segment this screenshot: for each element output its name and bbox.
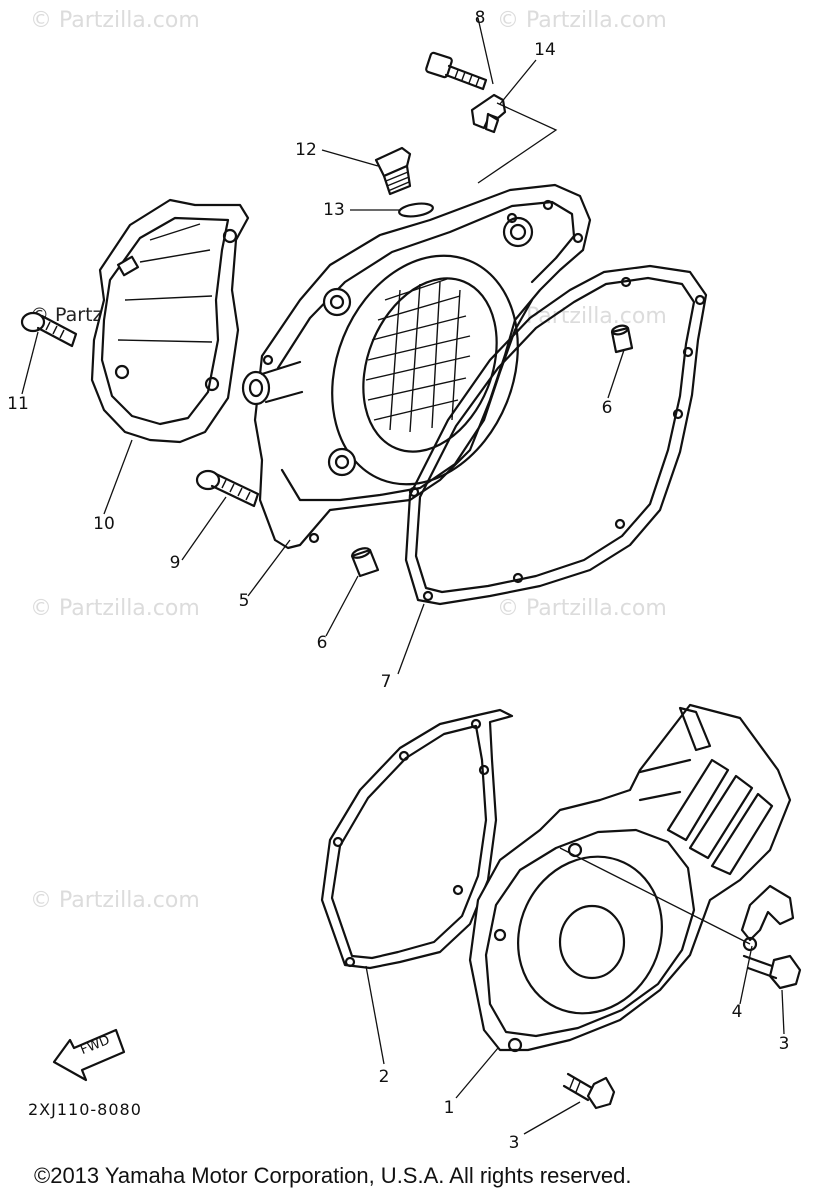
part-7-gasket[interactable] [404,264,708,606]
callout-1[interactable]: 1 [443,1098,455,1118]
part-1-cover[interactable] [468,703,792,1053]
part-3-bolt[interactable] [742,954,802,990]
part-13-o-ring[interactable] [398,202,434,219]
callout-2[interactable]: 2 [378,1067,390,1087]
callout-5[interactable]: 5 [238,591,250,611]
watermark: © Partzilla.com [30,888,200,913]
part-6-dowel-pin[interactable] [350,546,380,578]
callout-3[interactable]: 3 [508,1133,520,1153]
part-4-clamp[interactable] [740,884,795,952]
part-10-cover[interactable] [90,198,250,444]
callout-4[interactable]: 4 [731,1002,743,1022]
callout-7[interactable]: 7 [380,672,392,692]
part-5-crankcase-cover[interactable] [241,183,592,550]
watermark: © Partzilla.com [30,596,200,621]
watermark: © Partzilla.com [497,596,667,621]
part-9-bolt[interactable] [195,469,260,508]
callout-14[interactable]: 14 [534,40,556,60]
diagram-code: 2XJ110-8080 [28,1100,142,1119]
callout-9[interactable]: 9 [169,553,181,573]
watermark: © Partzilla.com [497,8,667,33]
part-11-bolt[interactable] [20,311,78,348]
callout-6[interactable]: 6 [316,633,328,653]
part-12-oil-filler-cap[interactable] [374,146,412,196]
part-3-bolt[interactable] [562,1072,616,1110]
part-14-clamp[interactable] [470,93,507,134]
watermark: © Partzilla.com [30,8,200,33]
part-8-bolt[interactable] [425,51,488,91]
callout-6[interactable]: 6 [601,398,613,418]
callout-3[interactable]: 3 [778,1034,790,1054]
fwd-arrow-icon [52,1028,126,1082]
part-6-dowel-pin[interactable] [610,324,634,354]
callout-11[interactable]: 11 [7,394,29,414]
callout-10[interactable]: 10 [93,514,115,534]
part-2-gasket[interactable] [320,708,514,970]
copyright-notice: ©2013 Yamaha Motor Corporation, U.S.A. A… [34,1163,632,1188]
callout-8[interactable]: 8 [474,8,486,28]
callout-13[interactable]: 13 [323,200,345,220]
callout-12[interactable]: 12 [295,140,317,160]
